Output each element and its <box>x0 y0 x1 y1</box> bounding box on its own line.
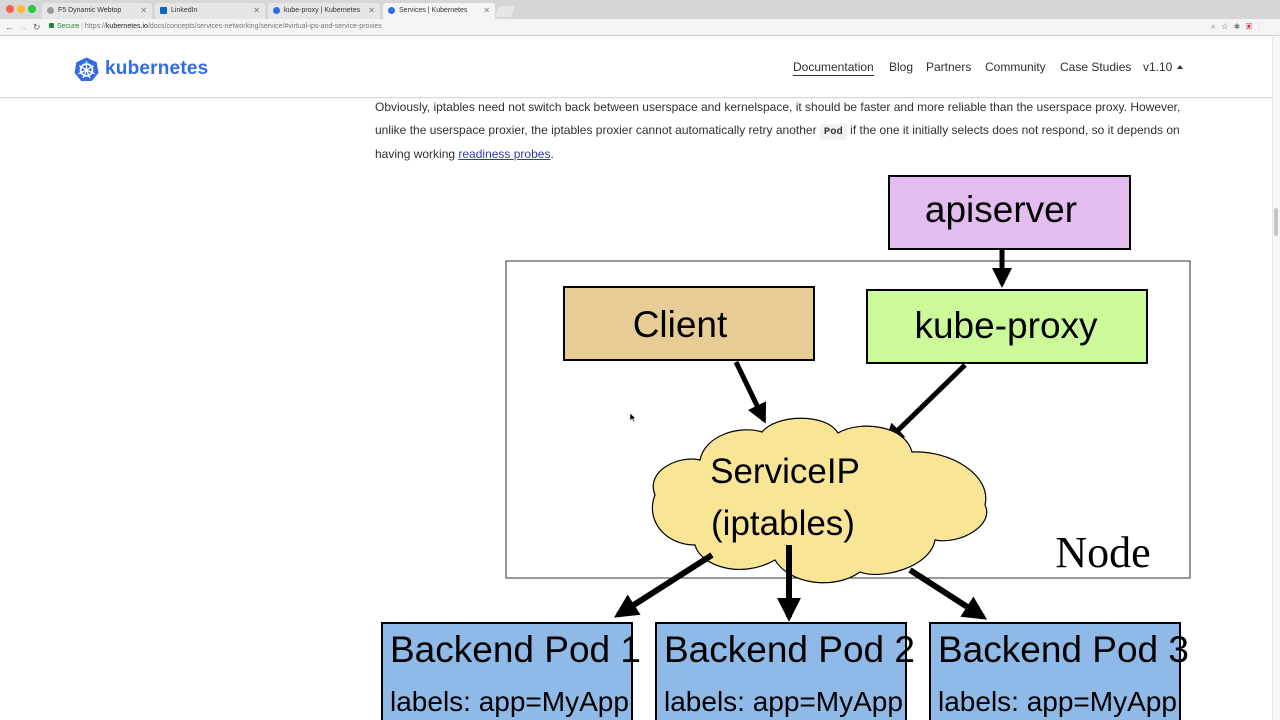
paragraph-text: unlike the userspace proxier, the iptabl… <box>375 122 817 137</box>
url-host: kubernetes.io <box>105 23 148 30</box>
kube-proxy-label: kube-proxy <box>914 305 1098 346</box>
browser-tab[interactable]: LinkedIn ✕ <box>155 3 265 19</box>
browser-tab[interactable]: F5 Dynamic Webtop ✕ <box>42 3 152 19</box>
client-box <box>563 286 815 361</box>
nav-partners[interactable]: Partners <box>926 60 972 74</box>
window-minimize-button[interactable] <box>17 5 25 13</box>
backend-pod-2-title: Backend Pod 2 <box>664 629 915 670</box>
iptables-label: (iptables) <box>711 504 855 543</box>
kubernetes-logo-icon[interactable] <box>74 57 99 82</box>
extension-red-icon[interactable]: ▣ <box>1245 22 1258 31</box>
arrow-kube-proxy-to-service <box>884 363 967 444</box>
tab-favicon-icon <box>160 7 167 14</box>
window-zoom-button[interactable] <box>28 5 36 13</box>
window-close-button[interactable] <box>6 5 14 13</box>
article-paragraph: Obviously, iptables need not switch back… <box>375 96 1195 166</box>
nav-blog[interactable]: Blog <box>889 60 914 74</box>
backend-pod-1-labels: labels: app=MyApp <box>390 686 629 717</box>
paragraph-text: . <box>550 147 554 161</box>
backend-pod-2-box <box>655 622 907 720</box>
arrow-service-to-pod-1 <box>613 552 714 618</box>
zoom-icon[interactable]: ⌕ <box>1210 22 1222 31</box>
caret-up-icon <box>1177 65 1184 69</box>
browser-tab-active[interactable]: Services | Kubernetes ✕ <box>383 3 495 19</box>
backend-pod-1-title: Backend Pod 1 <box>390 629 641 670</box>
nav-case-studies[interactable]: Case Studies <box>1060 60 1132 74</box>
readiness-probes-link[interactable]: readiness probes <box>458 147 551 161</box>
tab-close-icon[interactable]: ✕ <box>483 6 490 15</box>
menu-icon[interactable]: ⋮ <box>1258 22 1266 31</box>
backend-pod-3-box <box>929 622 1181 720</box>
client-label: Client <box>633 304 728 345</box>
version-selector[interactable]: v1.10 <box>1143 60 1184 74</box>
toolbar-icons: ⌕☆✱▣⋮ <box>1211 22 1266 32</box>
browser-tab-bar: F5 Dynamic Webtop ✕ LinkedIn ✕ kube-prox… <box>0 0 1280 19</box>
secure-label: Secure <box>57 23 80 30</box>
tab-title: kube-proxy | Kubernetes <box>284 7 361 14</box>
paragraph-text: if the one it initially selects does not… <box>850 122 1180 137</box>
backend-pod-2-labels: labels: app=MyApp <box>664 686 903 717</box>
lock-icon <box>49 23 54 28</box>
version-label: v1.10 <box>1143 60 1173 74</box>
logo-text[interactable]: kubernetes <box>105 58 209 79</box>
backend-pod-3-labels: labels: app=MyApp <box>938 686 1177 717</box>
tab-close-icon[interactable]: ✕ <box>368 6 375 15</box>
tab-favicon-icon <box>388 7 395 14</box>
backend-pod-1-box <box>381 622 633 720</box>
reload-icon[interactable]: ↻ <box>33 22 41 32</box>
url-field[interactable]: Secure | https://kubernetes.io/docs/conc… <box>49 22 382 32</box>
tab-favicon-icon <box>47 7 54 14</box>
backend-pod-3-title: Backend Pod 3 <box>938 629 1189 670</box>
node-label: Node <box>1055 528 1150 577</box>
tab-close-icon[interactable]: ✕ <box>140 6 147 15</box>
tab-favicon-icon <box>273 7 280 14</box>
service-ip-label: ServiceIP <box>710 452 860 491</box>
url-scheme: https:// <box>84 23 106 30</box>
tab-title: LinkedIn <box>171 7 198 14</box>
tab-title: Services | Kubernetes <box>399 7 468 14</box>
paragraph-line: Obviously, iptables need not switch back… <box>375 100 1181 114</box>
tab-title: F5 Dynamic Webtop <box>58 7 122 14</box>
arrow-client-to-service <box>733 360 767 424</box>
address-bar: ← → ↻ Secure | https://kubernetes.io/doc… <box>0 19 1280 36</box>
forward-icon[interactable]: → <box>19 22 28 32</box>
nav-community[interactable]: Community <box>985 60 1046 74</box>
bookmark-star-icon[interactable]: ☆ <box>1221 22 1234 31</box>
nav-documentation[interactable]: Documentation <box>793 60 874 76</box>
back-icon[interactable]: ← <box>5 22 14 32</box>
apiserver-label: apiserver <box>925 189 1077 230</box>
browser-tab[interactable]: kube-proxy | Kubernetes ✕ <box>268 3 380 19</box>
mouse-cursor-icon <box>630 413 637 423</box>
arrow-service-to-pod-3 <box>908 567 988 620</box>
apiserver-box <box>888 175 1131 250</box>
page-scrollbar-thumb[interactable] <box>1274 208 1278 236</box>
service-ip-cloud <box>651 417 988 584</box>
tab-close-icon[interactable]: ✕ <box>253 6 260 15</box>
paragraph-line: having working readiness probes. <box>375 143 1195 166</box>
extension-icon[interactable]: ✱ <box>1233 22 1246 31</box>
url-path: /docs/concepts/services-networking/servi… <box>147 23 382 30</box>
paragraph-line: unlike the userspace proxier, the iptabl… <box>375 119 1195 144</box>
inline-code-pod: Pod <box>819 123 847 140</box>
kube-proxy-box <box>866 289 1148 364</box>
paragraph-text: having working <box>375 147 456 161</box>
page-scrollbar[interactable] <box>1272 37 1280 720</box>
site-header: kubernetes Documentation Blog Partners C… <box>0 37 1272 98</box>
